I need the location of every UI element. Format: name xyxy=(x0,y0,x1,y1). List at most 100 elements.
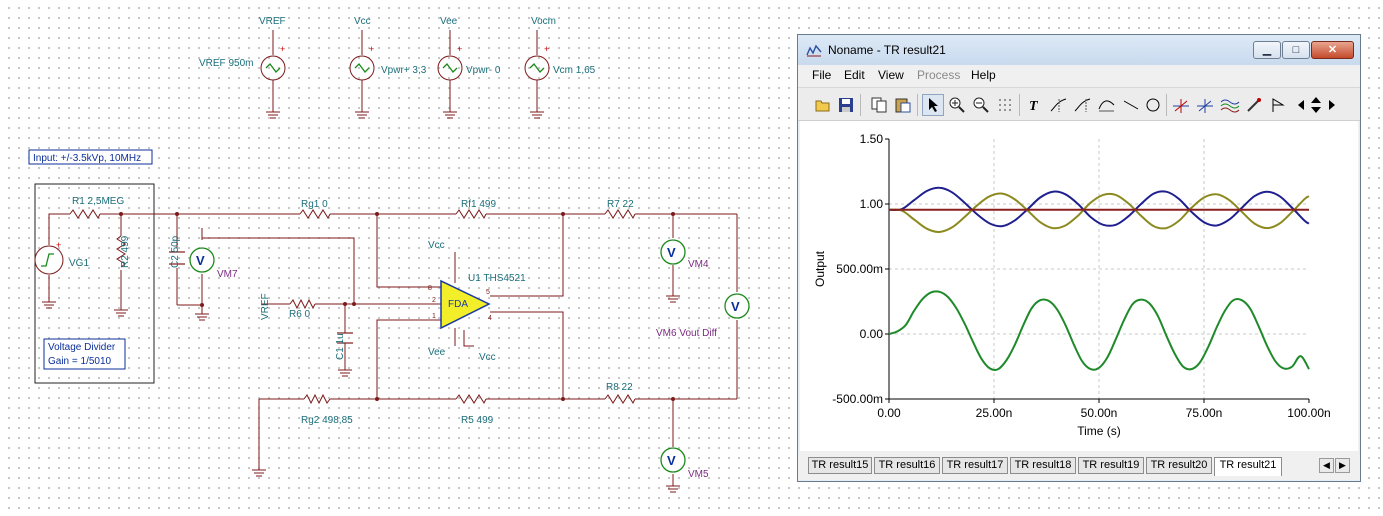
line-icon[interactable] xyxy=(1120,94,1142,116)
generator-vg1[interactable]: + xyxy=(34,240,64,275)
title-bar[interactable]: Noname - TR result21 ▁ □ ✕ xyxy=(798,35,1360,66)
resistor-r7[interactable] xyxy=(604,209,636,220)
label-vm7: VM7 xyxy=(217,269,238,280)
wires xyxy=(48,213,738,486)
series-line-1 xyxy=(888,186,1310,228)
tab-tr-result21[interactable]: TR result21 xyxy=(1214,457,1282,476)
flag-icon[interactable] xyxy=(1267,94,1289,116)
chart-series xyxy=(888,186,1310,371)
divider-note-box[interactable] xyxy=(43,338,126,370)
resistor-rf1[interactable] xyxy=(455,209,487,220)
resistor-r5[interactable] xyxy=(455,394,487,405)
svg-text:2: 2 xyxy=(432,297,436,304)
probe-icon[interactable] xyxy=(1243,94,1265,116)
resistor-rg1[interactable] xyxy=(299,209,331,220)
scroll-right-icon[interactable] xyxy=(1325,94,1339,116)
vpwr-plus-source[interactable] xyxy=(349,30,375,119)
svg-text:+: + xyxy=(457,44,462,54)
x-tick-label: 100.00n xyxy=(1287,406,1330,420)
resistor-r2[interactable] xyxy=(116,235,126,268)
voltmeter-vm6[interactable]: V xyxy=(724,293,750,319)
y-tick-label: 1.50 xyxy=(860,132,884,146)
vcm-source[interactable] xyxy=(524,30,550,119)
svg-text:1: 1 xyxy=(432,313,436,320)
zoom-out-icon[interactable] xyxy=(970,94,992,116)
minimize-button[interactable]: ▁ xyxy=(1253,41,1281,59)
y-tick-label: -500.00m xyxy=(832,392,883,406)
label-vm6: VM6 Vout Diff xyxy=(656,328,717,339)
vref-source[interactable] xyxy=(260,30,286,119)
tab-tr-result16[interactable]: TR result16 xyxy=(874,457,940,474)
close-button[interactable]: ✕ xyxy=(1311,41,1354,59)
divider-note-line1: Voltage Divider xyxy=(48,342,116,353)
resistor-r1[interactable] xyxy=(69,209,101,220)
y-tick-label: 1.00 xyxy=(860,197,884,211)
resistor-rg2[interactable] xyxy=(303,393,331,405)
curve-icon[interactable] xyxy=(1096,94,1118,116)
vpwr-minus-source[interactable] xyxy=(437,30,463,119)
result-window[interactable]: Noname - TR result21 ▁ □ ✕ File Edit Vie… xyxy=(797,34,1361,482)
tab-scroll-right-button[interactable]: ▶ xyxy=(1335,458,1350,473)
tab-tr-result17[interactable]: TR result17 xyxy=(942,457,1008,474)
text-icon[interactable]: T xyxy=(1024,94,1046,116)
vcm-value-label: Vcm 1,65 xyxy=(553,65,596,76)
label-vm4: VM4 xyxy=(688,259,709,270)
label-u1: U1 THS4521 xyxy=(468,273,526,284)
voltmeter-vm5[interactable]: V xyxy=(660,447,686,473)
grid-icon[interactable] xyxy=(994,94,1016,116)
y-tick-label: 0.00 xyxy=(860,327,884,341)
label-rg1: Rg1 0 xyxy=(301,199,328,210)
marker-a-icon[interactable] xyxy=(1170,94,1192,116)
voltmeter-vm7[interactable]: V xyxy=(189,247,215,273)
voltmeter-vm4[interactable]: V xyxy=(660,239,686,265)
input-note: Input: +/-3.5kVp, 10MHz xyxy=(33,153,141,164)
zoom-in-icon[interactable] xyxy=(946,94,968,116)
opamp-u1[interactable]: FDA xyxy=(440,279,491,330)
input-note-box[interactable] xyxy=(28,149,153,165)
resistor-r8[interactable] xyxy=(604,394,636,405)
svg-text:+: + xyxy=(56,240,61,250)
capacitor-c2[interactable] xyxy=(169,251,185,265)
tab-tr-result18[interactable]: TR result18 xyxy=(1010,457,1076,474)
svg-text:5: 5 xyxy=(486,289,490,296)
y-axis-label: Output xyxy=(813,250,827,287)
circle-icon[interactable] xyxy=(1142,94,1164,116)
cursor-a-icon[interactable] xyxy=(1048,94,1070,116)
waves-icon[interactable] xyxy=(1219,94,1241,116)
svg-text:V: V xyxy=(196,253,205,268)
window-title: Noname - TR result21 xyxy=(828,43,946,57)
tab-tr-result19[interactable]: TR result19 xyxy=(1078,457,1144,474)
pointer-icon[interactable] xyxy=(922,94,944,116)
menu-view[interactable]: View xyxy=(878,68,904,82)
scroll-left-icon[interactable] xyxy=(1294,94,1308,116)
maximize-button[interactable]: □ xyxy=(1282,41,1310,59)
x-tick-label: 50.00n xyxy=(1081,406,1118,420)
menu-file[interactable]: File xyxy=(812,68,832,82)
resistor-r6[interactable] xyxy=(289,298,316,310)
scroll-updown-icon[interactable] xyxy=(1308,94,1324,116)
label-vref-net: VREF xyxy=(260,293,271,320)
marker-b-icon[interactable] xyxy=(1194,94,1216,116)
save-icon[interactable] xyxy=(835,94,857,116)
label-r7: R7 22 xyxy=(607,199,634,210)
tab-scroll-left-button[interactable]: ◀ xyxy=(1319,458,1334,473)
open-icon[interactable] xyxy=(812,94,834,116)
paste-icon[interactable] xyxy=(892,94,914,116)
capacitor-c1[interactable] xyxy=(337,332,353,344)
tab-tr-result20[interactable]: TR result20 xyxy=(1146,457,1212,474)
menu-edit[interactable]: Edit xyxy=(844,68,865,82)
x-axis-label: Time (s) xyxy=(1077,424,1121,438)
label-r8: R8 22 xyxy=(606,382,633,393)
menu-help[interactable]: Help xyxy=(971,68,996,82)
tab-tr-result15[interactable]: TR result15 xyxy=(808,457,872,474)
junction-dots xyxy=(119,212,675,401)
menu-process[interactable]: Process xyxy=(917,68,961,82)
label-r1: R1 2,5MEG xyxy=(72,196,124,207)
copy-icon[interactable] xyxy=(868,94,890,116)
cursor-b-icon[interactable] xyxy=(1072,94,1094,116)
schematic-canvas[interactable]: + + + + VREF VREF 950m Vcc Vpwr+ 3,3 Vee… xyxy=(0,0,790,516)
vcc-net-label: Vcc xyxy=(354,16,371,27)
vref-net-label: VREF xyxy=(259,16,286,27)
